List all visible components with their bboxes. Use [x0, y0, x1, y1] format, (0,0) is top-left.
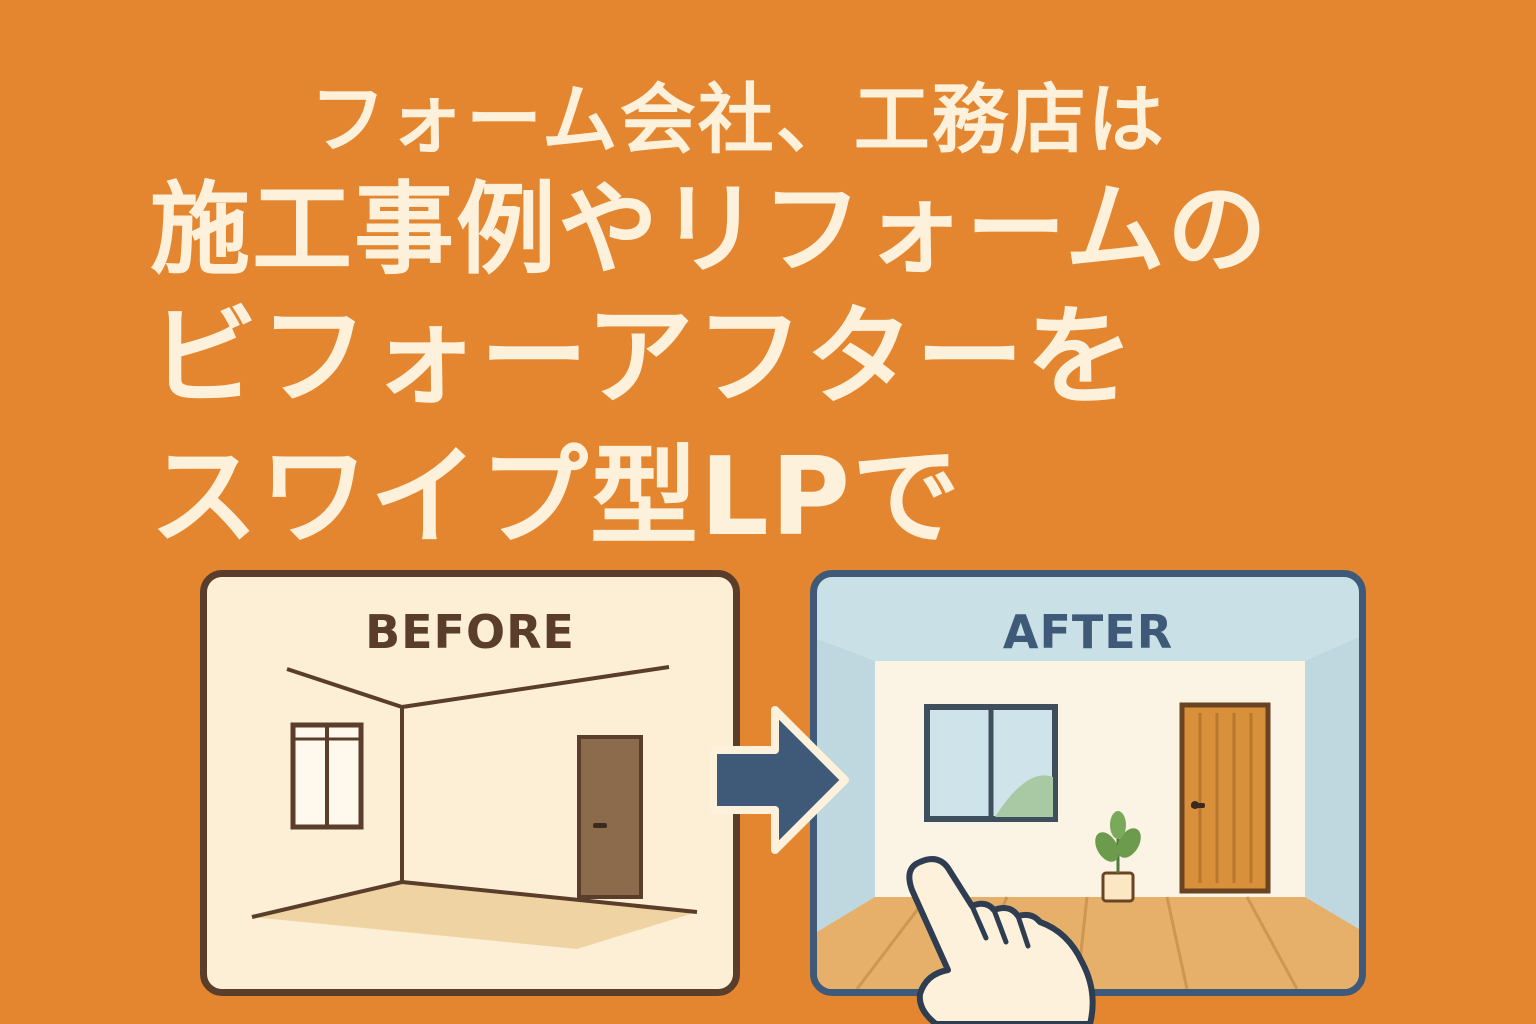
before-door — [577, 735, 643, 899]
floor-line-left — [251, 880, 403, 919]
right-arrow-icon — [709, 706, 849, 854]
ceiling-line-right — [401, 665, 670, 709]
floor-line-right — [401, 880, 698, 914]
before-window — [290, 722, 364, 830]
headline: フォーム会社、工務店は 施工事例やリフォームの ビフォーアフターを スワイプ型L… — [150, 75, 1269, 560]
before-room-illustration — [251, 665, 698, 949]
before-floor — [252, 882, 697, 949]
after-side-wall-right — [1305, 637, 1359, 929]
after-label: AFTER — [1002, 605, 1174, 659]
headline-line-1: フォーム会社、工務店は — [310, 75, 1166, 164]
headline-line-4: スワイプ型LPで — [150, 435, 962, 560]
pointing-hand-icon — [906, 856, 1096, 1024]
potted-plant-icon — [1095, 811, 1141, 903]
before-panel: BEFORE — [200, 570, 740, 996]
after-door — [1179, 702, 1271, 894]
ceiling-line-left — [286, 667, 403, 709]
headline-line-3: ビフォーアフターを — [150, 295, 1136, 420]
after-panel: AFTER — [810, 570, 1366, 996]
before-label: BEFORE — [365, 605, 575, 659]
after-window — [924, 704, 1058, 822]
headline-line-2: 施工事例やリフォームの — [150, 171, 1269, 288]
after-side-wall-left — [817, 639, 875, 932]
